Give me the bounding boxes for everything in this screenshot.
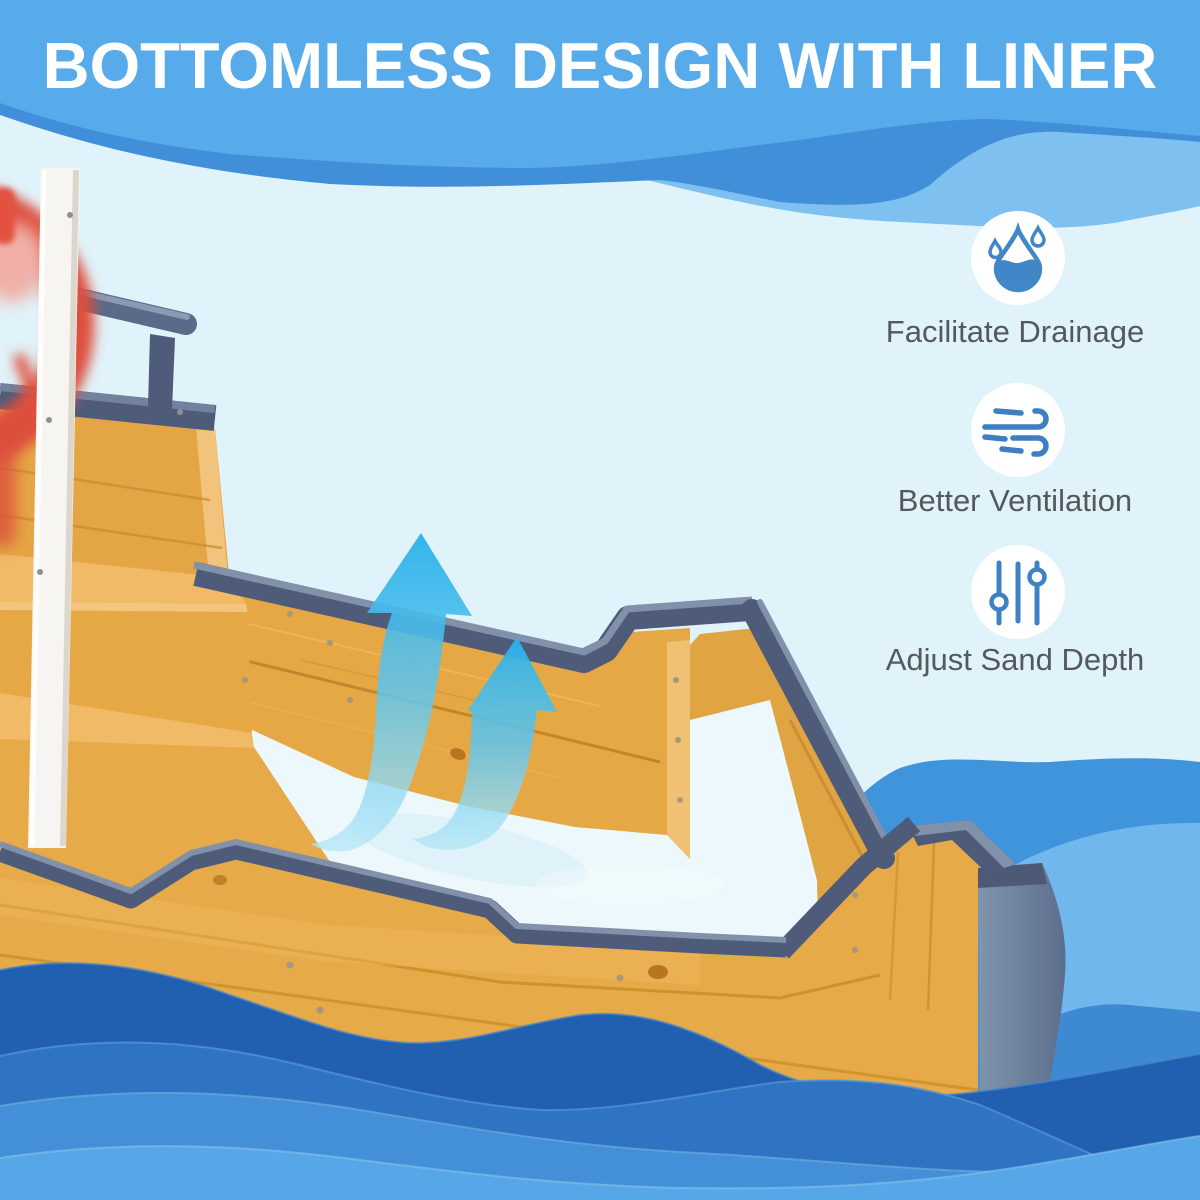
svg-text:Adjust Sand Depth: Adjust Sand Depth: [886, 642, 1145, 677]
svg-text:BOTTOMLESS DESIGN WITH LINER: BOTTOMLESS DESIGN WITH LINER: [43, 29, 1158, 102]
svg-text:Facilitate Drainage: Facilitate Drainage: [886, 314, 1144, 349]
svg-text:Better Ventilation: Better Ventilation: [898, 483, 1132, 518]
